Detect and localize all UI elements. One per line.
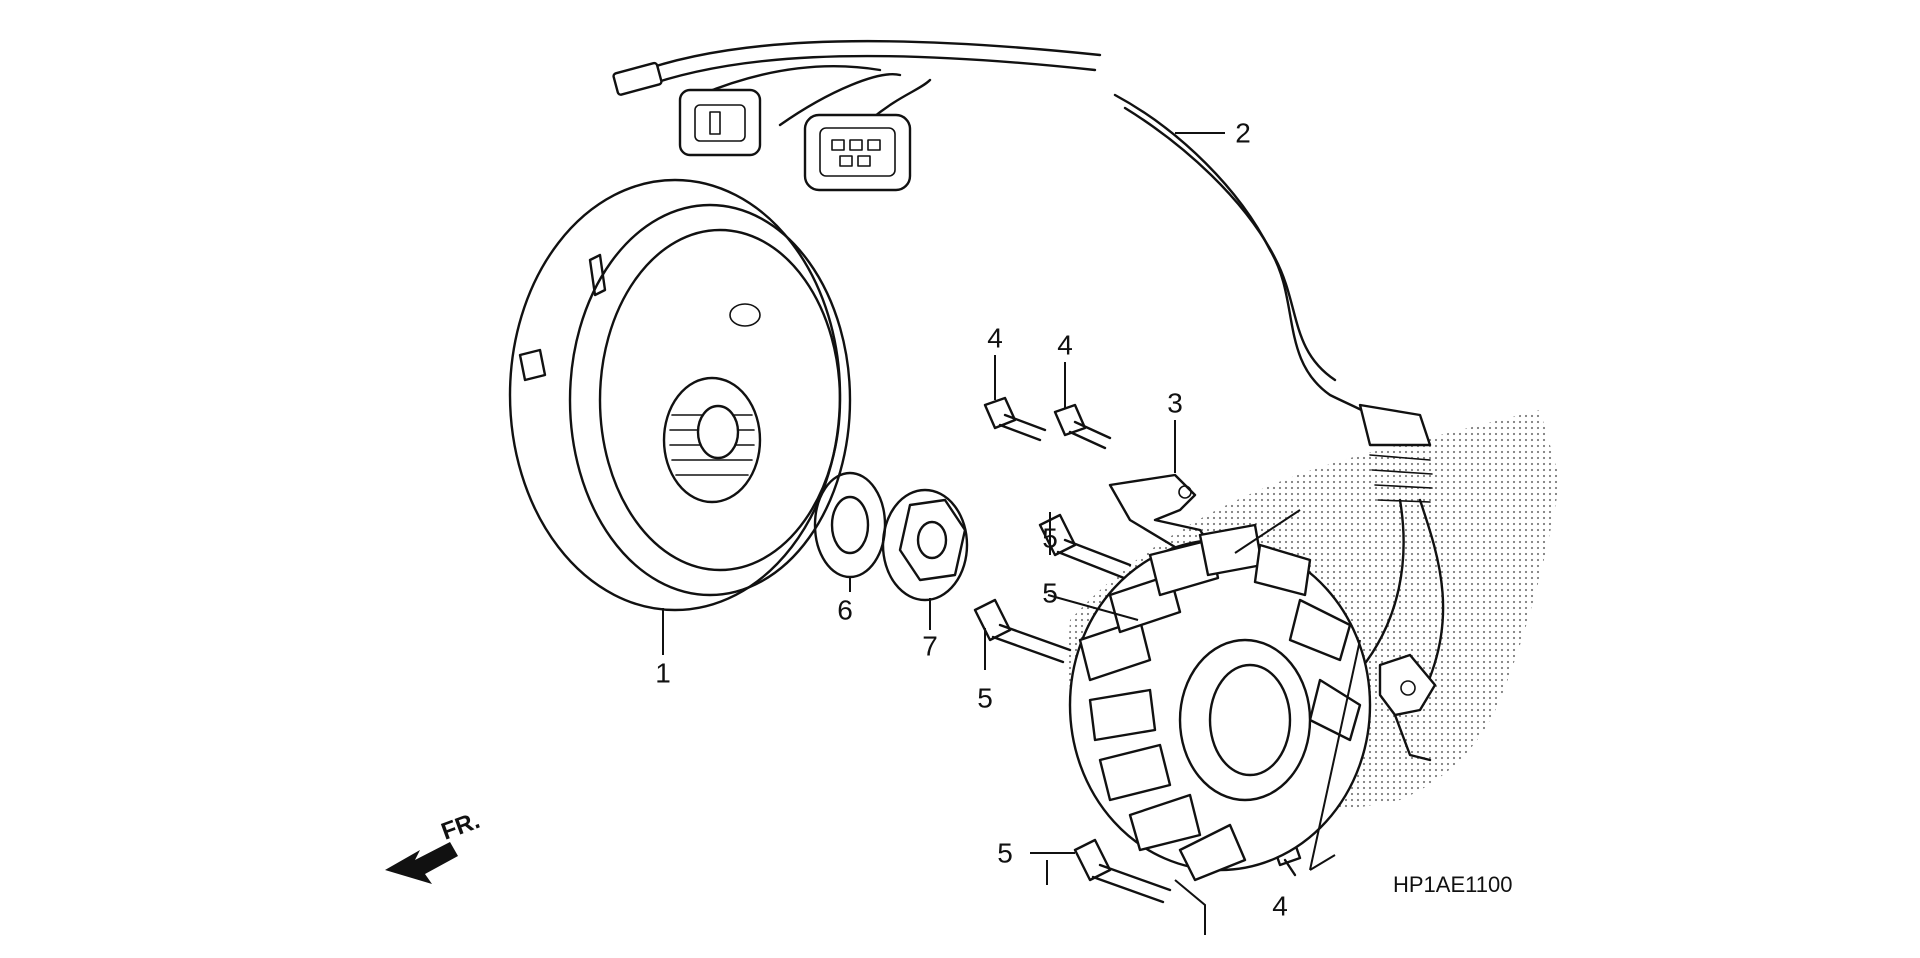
flange-nut xyxy=(881,488,969,602)
bolt-4-b xyxy=(1053,403,1112,450)
callout-6: 6 xyxy=(837,594,853,625)
callout-labels: 1 2 3 4 4 4 5 5 5 5 6 7 xyxy=(655,117,1288,921)
bolt-5-c xyxy=(1073,838,1172,904)
callout-4-c: 4 xyxy=(1272,890,1288,921)
diagram-code: HP1AE1100 xyxy=(1393,872,1512,897)
stator xyxy=(1068,523,1372,882)
callout-4-b: 4 xyxy=(1057,329,1073,360)
callout-5-d: 5 xyxy=(1042,522,1058,553)
callout-1: 1 xyxy=(655,657,671,688)
callout-5-c: 5 xyxy=(997,837,1013,868)
front-indicator: FR. xyxy=(385,807,483,884)
callout-2: 2 xyxy=(1235,117,1251,148)
callout-5-a: 5 xyxy=(1042,577,1058,608)
callout-5-b: 5 xyxy=(977,682,993,713)
callout-7: 7 xyxy=(922,630,938,661)
connector-multi-pin xyxy=(803,113,912,192)
flywheel-hub xyxy=(662,376,762,504)
wire-clamp xyxy=(1108,473,1212,552)
connector-two-pin xyxy=(678,88,762,157)
washer xyxy=(813,471,887,579)
callout-4-a: 4 xyxy=(987,322,1003,353)
pulse-sensor xyxy=(1378,653,1437,762)
bolt-4-a xyxy=(983,396,1047,442)
connector-small xyxy=(612,61,663,96)
callout-3: 3 xyxy=(1167,387,1183,418)
leader-lines xyxy=(662,132,1361,935)
flywheel xyxy=(508,178,852,612)
front-indicator-label: FR. xyxy=(438,807,484,846)
bolt-5-b xyxy=(973,598,1072,664)
wire-harness xyxy=(628,39,1445,702)
front-arrow-icon xyxy=(385,842,458,884)
